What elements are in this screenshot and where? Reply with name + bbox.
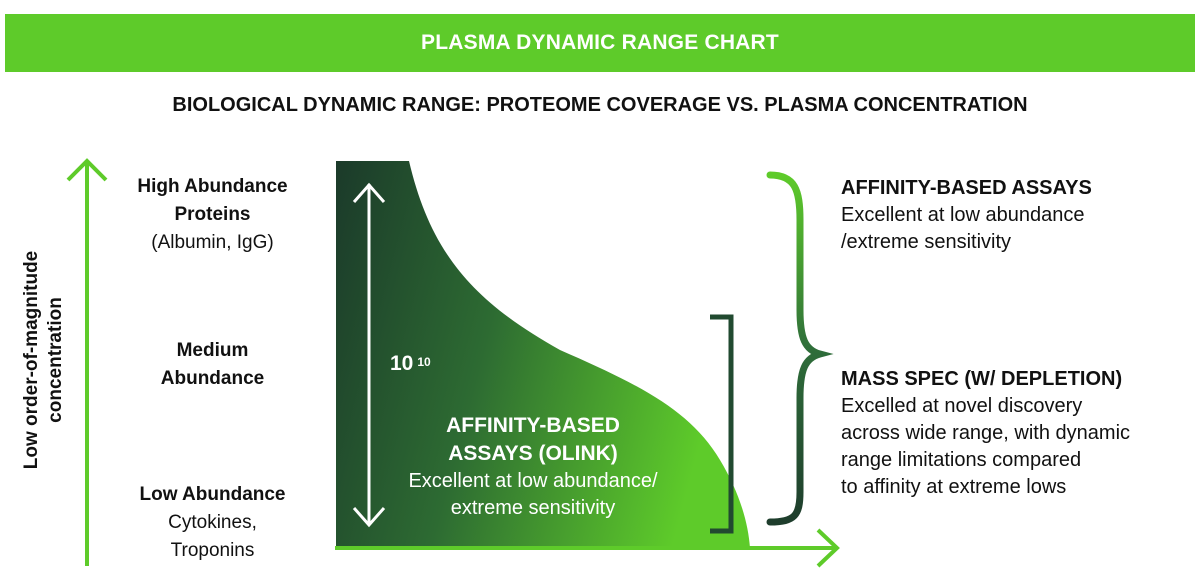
affinity-assays-title: AFFINITY-BASED ASSAYS — [841, 177, 1092, 199]
high-abundance-title-line2: Proteins — [174, 204, 251, 225]
olink-title-line2: ASSAYS (OLINK) — [448, 442, 618, 465]
affinity-assays-desc-line1: Excellent at low abundance — [841, 204, 1085, 226]
olink-assay-label: AFFINITY-BASED ASSAYS (OLINK) Excellent … — [370, 412, 696, 522]
y-axis-label-line2: concentration — [45, 297, 66, 423]
medium-abundance-title-line2: Abundance — [160, 368, 265, 389]
low-abundance-detail-line1: Cytokines, — [168, 512, 257, 533]
y-axis-label-line1: Low order-of-magnitude — [21, 250, 42, 470]
mass-spec-desc-line1: Excelled at novel discovery — [841, 395, 1083, 417]
medium-abundance-label: Medium Abundance — [110, 337, 315, 393]
abundance-curve-area — [336, 161, 750, 548]
low-abundance-detail-line2: Troponins — [170, 540, 255, 561]
low-abundance-label: Low Abundance Cytokines, Troponins — [110, 481, 315, 565]
affinity-assays-description: AFFINITY-BASED ASSAYS Excellent at low a… — [841, 175, 1196, 256]
olink-desc-line1: Excellent at low abundance/ — [408, 470, 658, 492]
mass-spec-desc-line2: across wide range, with dynamic — [841, 422, 1131, 444]
affinity-assays-desc-line2: /extreme sensitivity — [841, 231, 1012, 253]
title-banner: PLASMA DYNAMIC RANGE CHART — [5, 14, 1195, 72]
x-axis-arrow — [335, 528, 840, 568]
curly-brace — [766, 171, 834, 526]
mass-spec-range-bracket — [710, 314, 734, 534]
medium-abundance-title-line1: Medium — [176, 340, 249, 361]
chart-subtitle: BIOLOGICAL DYNAMIC RANGE: PROTEOME COVER… — [172, 94, 1028, 116]
high-abundance-title-line1: High Abundance — [137, 176, 288, 197]
olink-title-line1: AFFINITY-BASED — [446, 414, 620, 437]
olink-desc-line2: extreme sensitivity — [450, 497, 616, 519]
high-abundance-detail: (Albumin, IgG) — [151, 232, 274, 253]
range-base: 10 — [390, 352, 414, 375]
high-abundance-label: High Abundance Proteins (Albumin, IgG) — [110, 173, 315, 257]
range-exponent: 10 — [417, 355, 431, 369]
mass-spec-desc-line4: to affinity at extreme lows — [841, 476, 1067, 498]
banner-title: PLASMA DYNAMIC RANGE CHART — [421, 31, 779, 54]
mass-spec-desc-line3: range limitations compared — [841, 449, 1082, 471]
mass-spec-title: MASS SPEC (W/ DEPLETION) — [841, 368, 1123, 390]
y-axis-arrow — [66, 158, 108, 566]
dynamic-range-double-arrow — [352, 182, 386, 528]
mass-spec-description: MASS SPEC (W/ DEPLETION) Excelled at nov… — [841, 366, 1196, 501]
low-abundance-title: Low Abundance — [139, 484, 286, 505]
y-axis-label: Low order-of-magnitude concentration — [20, 251, 68, 469]
